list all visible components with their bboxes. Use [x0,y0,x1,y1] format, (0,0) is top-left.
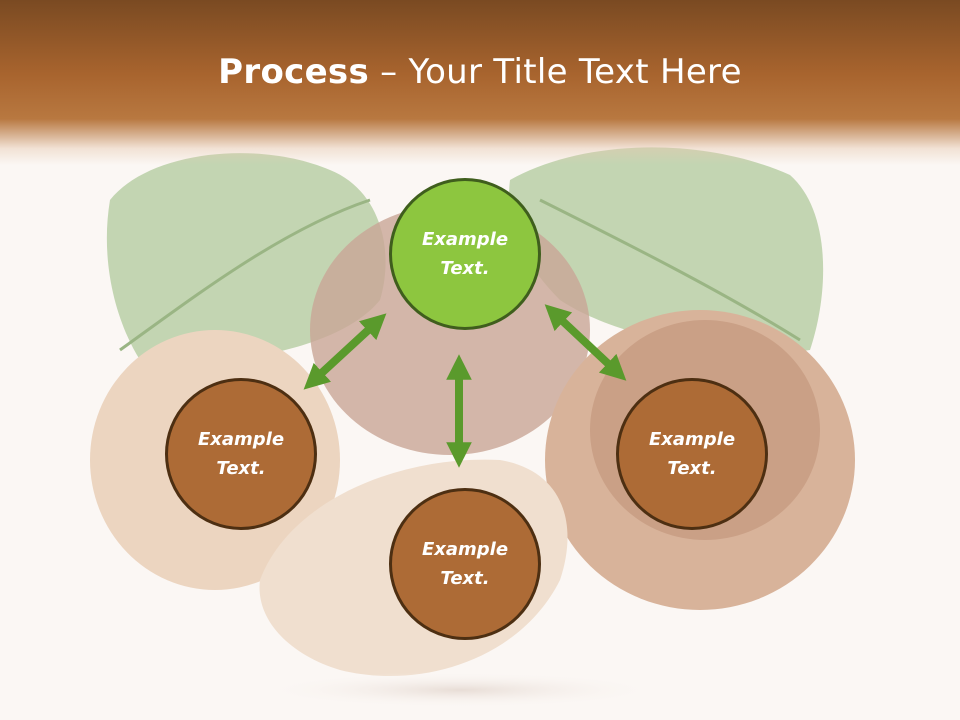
slide-title: Process – Your Title Text Here [0,52,960,92]
right-leaf [509,147,824,353]
slide-title-bold: Process [218,52,370,92]
node-bottom: Example Text. [389,488,541,640]
node-top-label: Example Text. [421,229,509,279]
slide-title-rest: – Your Title Text Here [369,52,742,92]
node-bottom-label: Example Text. [421,539,509,589]
arrow-top-right [544,304,627,381]
arrow-top-left [303,313,387,390]
title-banner [0,0,960,165]
node-left-label: Example Text. [197,429,285,479]
node-left: Example Text. [165,378,317,530]
node-right-label: Example Text. [648,429,736,479]
node-right: Example Text. [616,378,768,530]
node-top: Example Text. [389,178,541,330]
